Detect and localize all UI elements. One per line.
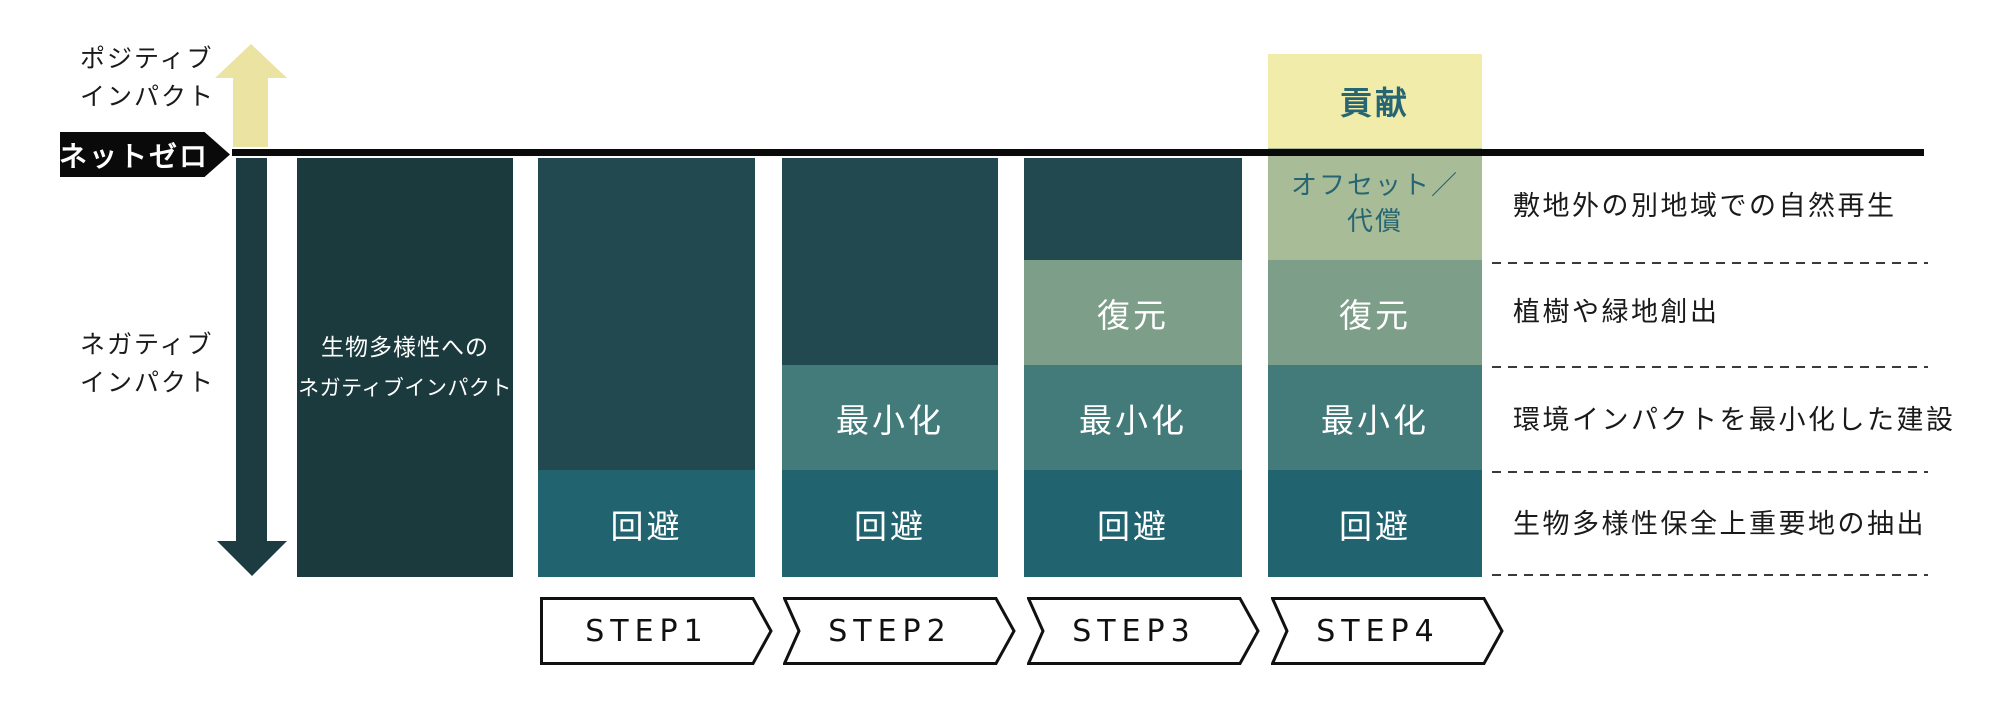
annotation-offsite-regeneration: 敷地外の別地域での自然再生 (1513, 191, 1897, 222)
step3-minimize-segment: 最小化 (1024, 365, 1242, 470)
negative-arrow-down-icon (217, 541, 287, 576)
net-zero-label: ネットゼロ (59, 139, 210, 173)
chevron-arrow-icon (1271, 597, 1504, 665)
step1-remaining-impact-segment (538, 158, 755, 470)
step-tab-label: STEP3 (1072, 613, 1196, 649)
baseline-impact-bar-line2: ネガティブインパクト (298, 375, 512, 400)
step4-column: 貢献 オフセット／ 代償 復元 最小化 回避 (1268, 54, 1482, 577)
chevron-arrow-icon (783, 597, 1016, 665)
offset-label-line2: 代償 (1346, 207, 1403, 237)
step1-avoid-segment: 回避 (538, 470, 755, 577)
net-zero-badge: ネットゼロ (60, 132, 230, 177)
step-tab-1: STEP1 (540, 597, 773, 665)
avoid-label: 回避 (1339, 506, 1411, 546)
step-tab-3: STEP3 (1027, 597, 1260, 665)
step3-avoid-segment: 回避 (1024, 470, 1242, 577)
chevron-arrow-icon (1027, 597, 1260, 665)
step1-column: 回避 (538, 158, 755, 577)
step4-offset-segment: オフセット／ 代償 (1268, 148, 1482, 260)
offset-label-line1: オフセット／ (1290, 171, 1459, 201)
step-tab-label: STEP4 (1316, 613, 1440, 649)
step4-avoid-segment: 回避 (1268, 470, 1482, 577)
avoid-label: 回避 (1097, 506, 1169, 546)
avoid-label: 回避 (610, 506, 683, 546)
baseline-impact-bar: 生物多様性への ネガティブインパクト (297, 158, 513, 577)
minimize-label: 最小化 (1079, 400, 1187, 440)
dashed-separator (1492, 574, 1928, 576)
dashed-separator (1492, 262, 1928, 264)
restore-label: 復元 (1097, 295, 1169, 335)
step4-restore-segment: 復元 (1268, 260, 1482, 365)
positive-impact-label: ポジティブ インパクト (80, 40, 215, 116)
step2-avoid-segment: 回避 (782, 470, 998, 577)
step3-column: 復元 最小化 回避 (1024, 158, 1242, 577)
positive-arrow-up-icon (215, 44, 287, 78)
step-tab-label: STEP2 (828, 613, 952, 649)
annotation-important-area-extraction: 生物多様性保全上重要地の抽出 (1513, 509, 1926, 540)
positive-arrow-shaft (233, 77, 268, 147)
step4-minimize-segment: 最小化 (1268, 365, 1482, 470)
negative-impact-label: ネガティブ インパクト (80, 326, 215, 402)
minimize-label: 最小化 (836, 400, 944, 440)
step3-remaining-impact-segment (1024, 158, 1242, 260)
annotation-planting-greenery: 植樹や緑地創出 (1513, 297, 1720, 328)
step-tab-2: STEP2 (783, 597, 1016, 665)
dashed-separator (1492, 471, 1928, 473)
step2-remaining-impact-segment (782, 158, 998, 365)
negative-arrow-shaft (236, 158, 267, 541)
step4-contribute-segment: 貢献 (1268, 54, 1482, 148)
baseline-impact-bar-line1: 生物多様性への (321, 334, 489, 361)
chevron-arrow-icon (540, 597, 773, 665)
net-zero-baseline (232, 149, 1924, 156)
negative-impact-line1: ネガティブ (80, 330, 214, 359)
positive-impact-line2: インパクト (80, 82, 216, 111)
avoid-label: 回避 (854, 506, 926, 546)
step-tab-label: STEP1 (585, 613, 709, 649)
positive-impact-line1: ポジティブ (80, 44, 214, 73)
step3-restore-segment: 復元 (1024, 260, 1242, 365)
dashed-separator (1492, 366, 1928, 368)
step-tab-4: STEP4 (1271, 597, 1504, 665)
minimize-label: 最小化 (1321, 400, 1429, 440)
contribute-label: 貢献 (1339, 84, 1410, 122)
restore-label: 復元 (1339, 295, 1411, 335)
step2-minimize-segment: 最小化 (782, 365, 998, 470)
step2-column: 最小化 回避 (782, 158, 998, 577)
annotation-minimized-construction: 環境インパクトを最小化した建設 (1513, 405, 1956, 436)
negative-impact-line2: インパクト (80, 368, 216, 397)
